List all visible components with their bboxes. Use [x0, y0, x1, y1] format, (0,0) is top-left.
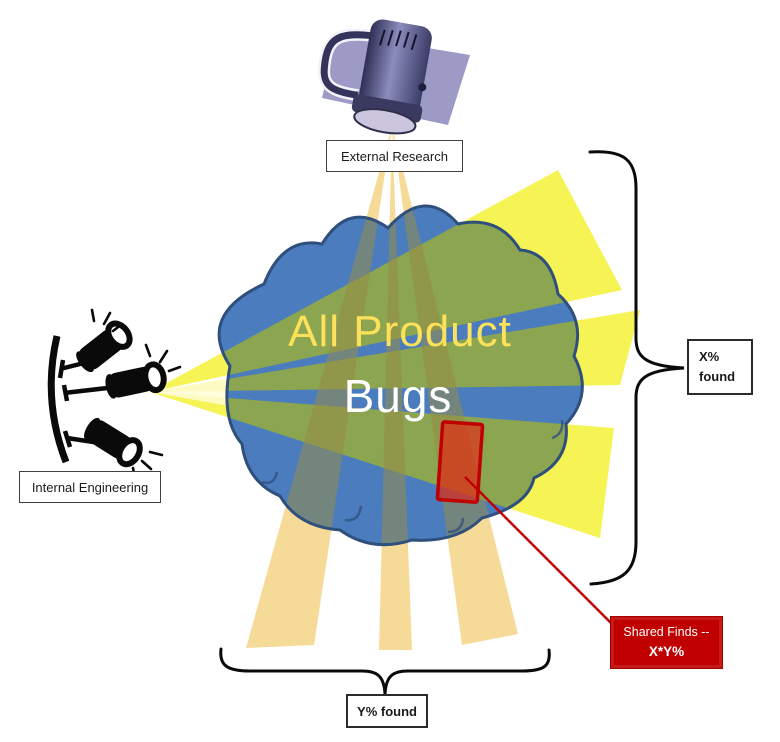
spotlight-top [76, 320, 133, 373]
cloud-curl [261, 471, 279, 485]
cloud-curl [344, 505, 363, 522]
x-percent-line2: found [699, 369, 736, 384]
shared-finds-line2: X*Y% [648, 643, 685, 659]
y-percent-text: Y% found [357, 703, 417, 719]
cloud-title-line1: All Product [288, 307, 512, 356]
cloud-curl [551, 419, 564, 440]
cloud-curl-details [261, 419, 564, 534]
shared-finds-callout: Shared Finds -- X*Y% [610, 616, 723, 669]
flashlight-button [418, 83, 427, 92]
highlight-rectangle [435, 420, 485, 504]
external-research-text: External Research [341, 148, 448, 164]
spotlights-pole [47, 335, 70, 464]
external-research-label: External Research [326, 140, 463, 172]
internal-engineering-text: Internal Engineering [31, 479, 149, 495]
shared-finds-highlight-group [435, 420, 612, 624]
cloud-outline-group [217, 204, 584, 547]
spotlight-bottom [84, 417, 143, 468]
flashlight-handle-inner [320, 31, 372, 99]
y-percent-found-label: Y% found [346, 694, 428, 728]
cloud-curl [447, 517, 465, 534]
beam-vertical-middle-inner [379, 205, 412, 545]
spotlights-icon [47, 308, 182, 481]
flashlight-lens [353, 108, 417, 135]
beam-horizontal-bottom-inner [219, 392, 583, 538]
brace-bottom [219, 647, 551, 695]
cloud-title-line2: Bugs [344, 370, 453, 422]
cloud-outline [217, 204, 584, 547]
spotlight-middle [105, 361, 167, 399]
internal-engineering-label: Internal Engineering [19, 471, 161, 503]
flashlight-vents [379, 29, 418, 51]
brace-right [588, 150, 685, 586]
shared-finds-line1: Shared Finds -- [623, 625, 710, 639]
flashlight-body-group [318, 19, 432, 135]
x-percent-line1: X% [699, 348, 720, 364]
x-percent-found-label: X% found [687, 339, 753, 395]
callout-line [464, 476, 612, 624]
flashlight-icon [318, 19, 470, 135]
